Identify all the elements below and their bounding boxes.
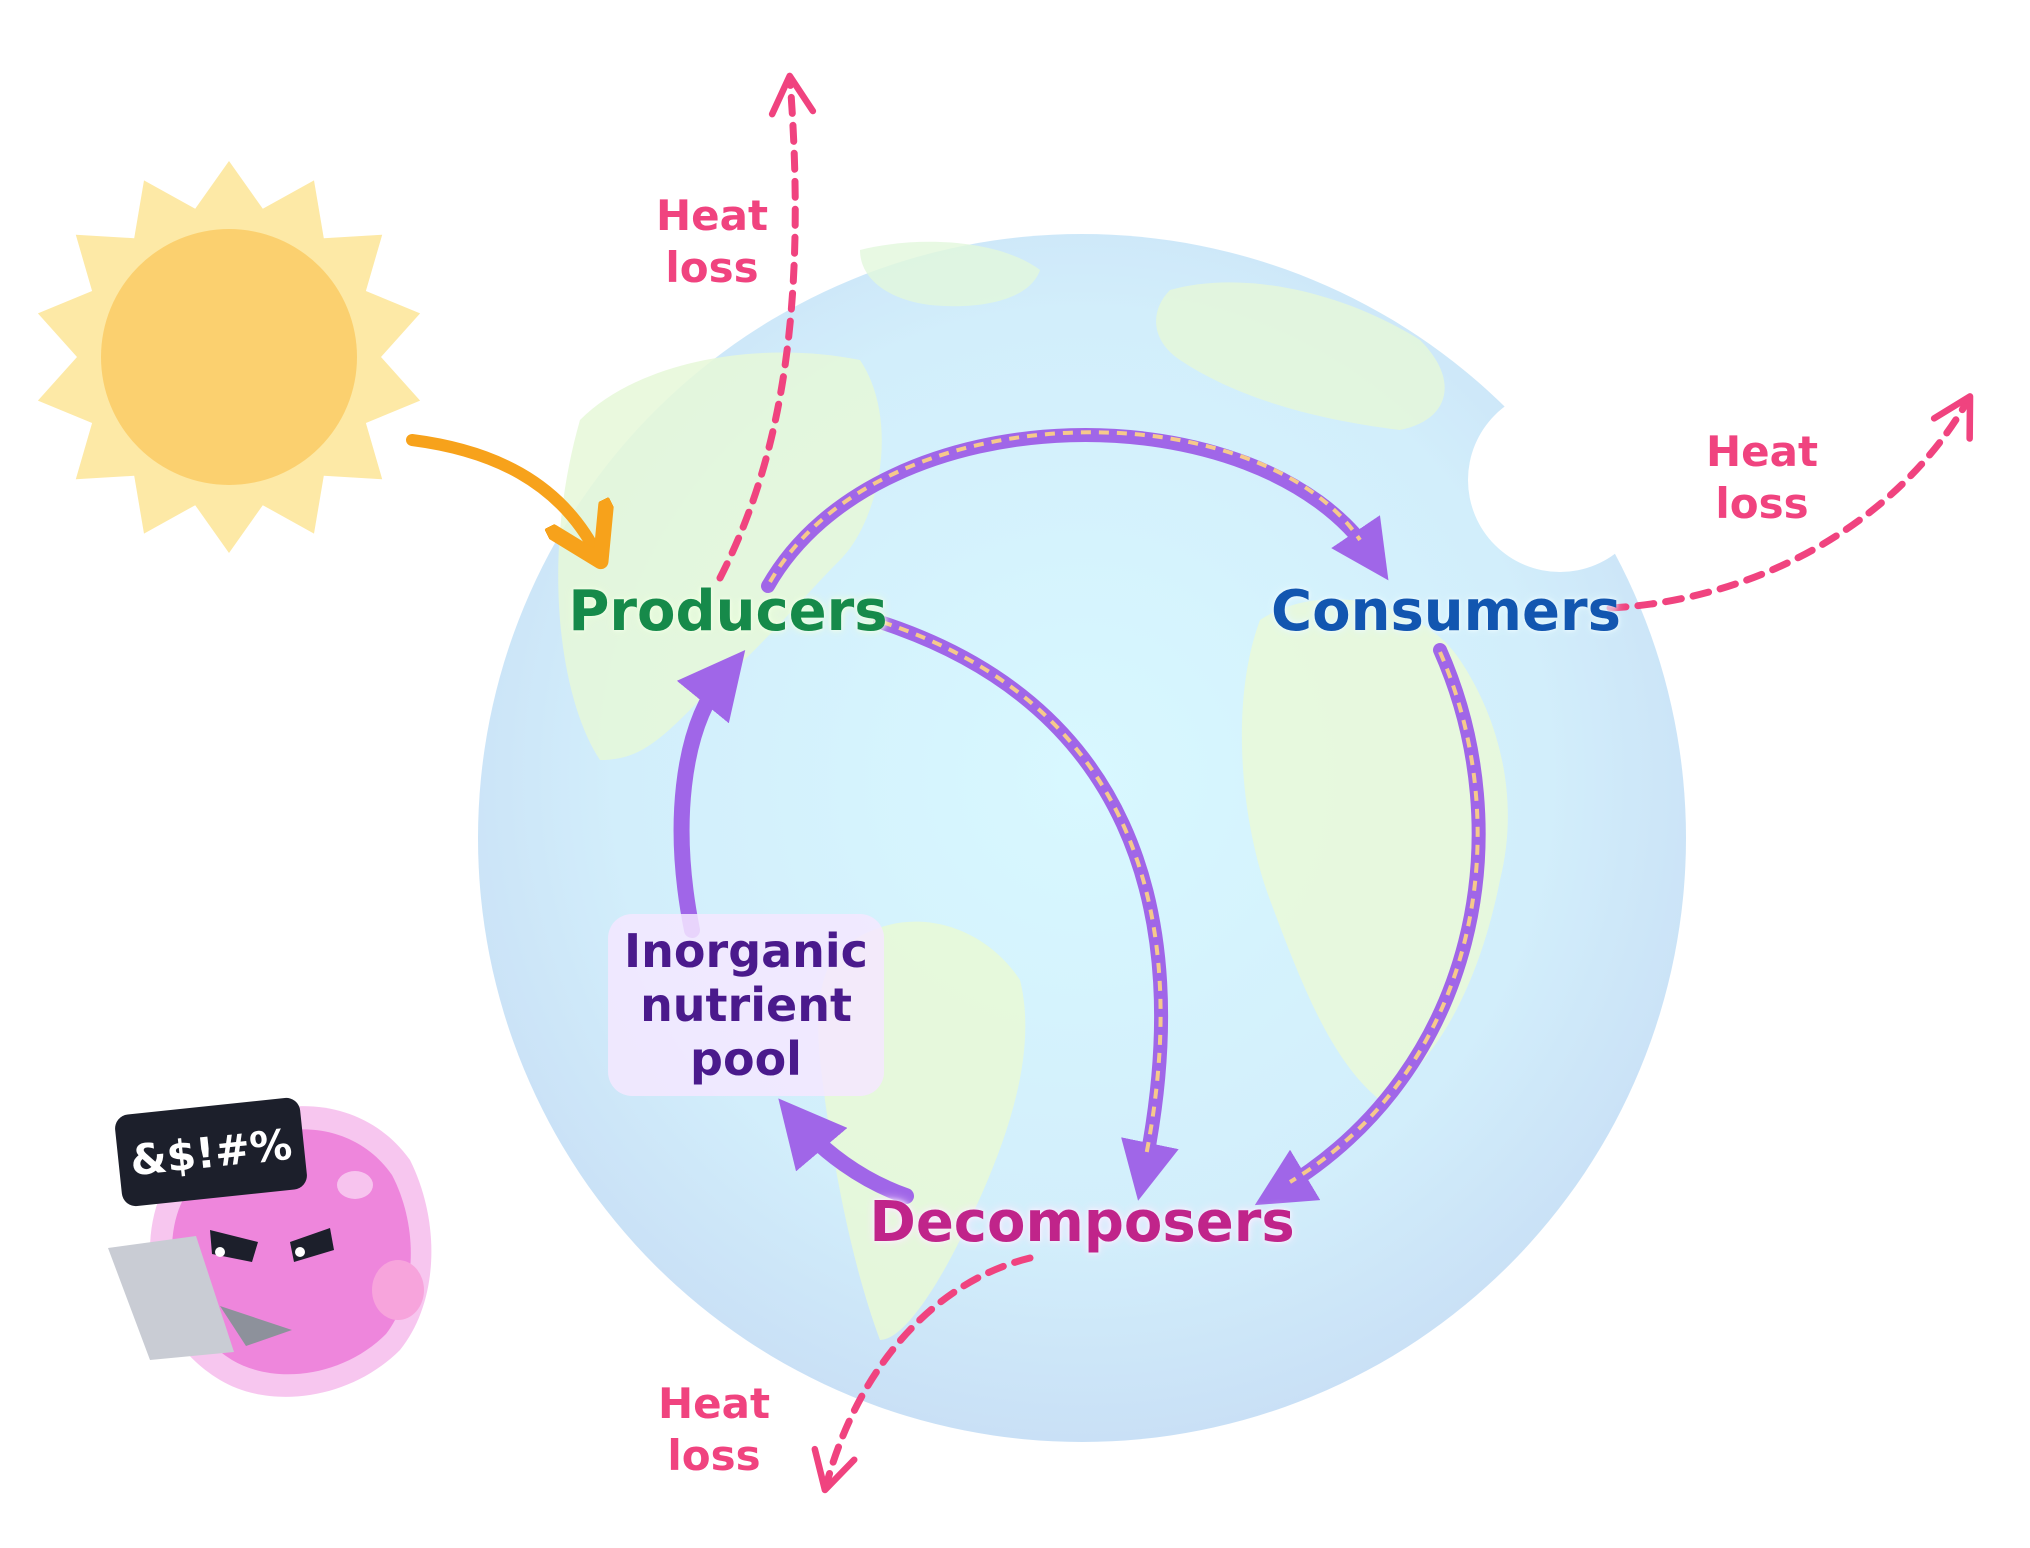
mascot-highlight bbox=[337, 1171, 373, 1199]
laptop-icon bbox=[108, 1236, 234, 1360]
node-decomposers: Decomposers bbox=[869, 1190, 1295, 1255]
pool-line-1: Inorganic bbox=[624, 924, 868, 978]
heat-loss-arrow-bottom bbox=[811, 1254, 1034, 1494]
continent-asia bbox=[1156, 282, 1445, 430]
node-consumers: Consumers bbox=[1271, 579, 1621, 644]
earth-globe bbox=[478, 234, 1686, 1442]
heat-loss-label-bottom: Heat loss bbox=[658, 1378, 770, 1482]
continent-greenland bbox=[860, 241, 1040, 307]
heat-loss-right-line-1: Heat bbox=[1705, 427, 1819, 476]
heat-loss-label-right: Heat loss bbox=[1706, 426, 1818, 530]
heat-loss-right-line-2: loss bbox=[1715, 479, 1809, 528]
heat-loss-bottom-line-2: loss bbox=[667, 1431, 761, 1480]
heat-loss-top-line-1: Heat bbox=[655, 191, 769, 240]
sun-icon bbox=[37, 161, 421, 553]
node-producers: Producers bbox=[568, 579, 888, 644]
arrow-consumers-to-decomposers bbox=[1254, 643, 1486, 1206]
heat-loss-arrow-right bbox=[1606, 393, 1974, 612]
heat-loss-arrow-top bbox=[716, 72, 817, 582]
arrow-decomposers-to-pool bbox=[778, 1098, 914, 1204]
heat-loss-label-top: Heat loss bbox=[656, 190, 768, 294]
node-inorganic-nutrient-pool: Inorganic nutrient pool bbox=[608, 914, 884, 1096]
pool-line-3: pool bbox=[690, 1032, 802, 1086]
sun-energy-arrow bbox=[406, 434, 598, 556]
arrow-producers-to-consumers bbox=[761, 428, 1389, 593]
pool-line-2: nutrient bbox=[640, 978, 852, 1032]
arrow-producers-to-decomposers bbox=[873, 615, 1179, 1201]
globe-bite bbox=[1468, 388, 1652, 572]
heat-loss-bottom-line-1: Heat bbox=[657, 1379, 771, 1428]
continent-north-america bbox=[558, 352, 882, 760]
arrow-pool-to-producers bbox=[673, 649, 746, 938]
heat-loss-top-line-2: loss bbox=[665, 243, 759, 292]
continent-europe-africa bbox=[1241, 599, 1508, 1100]
mascot-speech-bubble: &$!#% bbox=[113, 1096, 309, 1208]
